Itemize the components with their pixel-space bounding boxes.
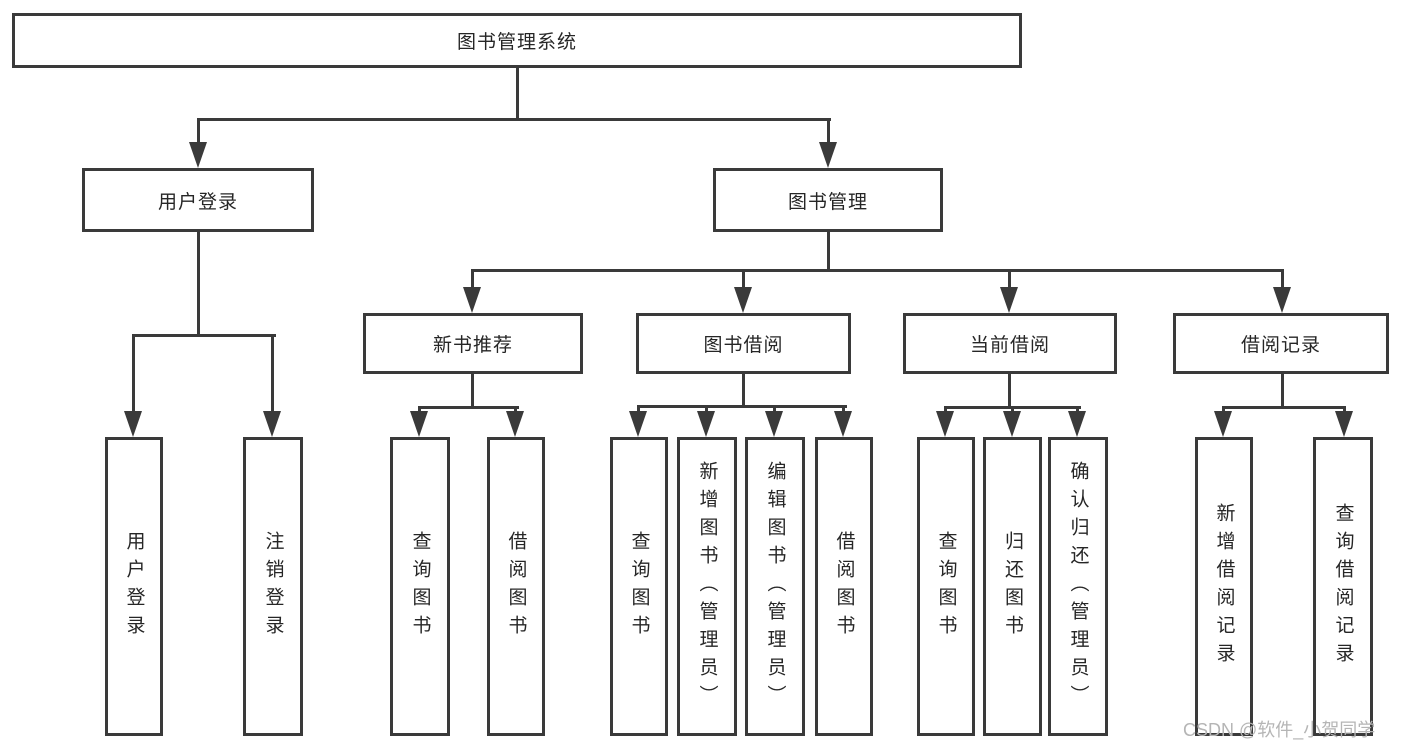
node-label: 当前借阅 <box>969 335 1050 356</box>
node-label: 新增借阅记录 <box>1213 502 1235 671</box>
node-leaf-add-borrow-record: 新增借阅记录 <box>1195 437 1253 736</box>
node-label: 图书管理系统 <box>456 32 577 53</box>
node-label: 查询图书 <box>409 530 431 643</box>
arrow-down-icon <box>189 142 207 168</box>
connector-line <box>471 269 1284 272</box>
arrow-down-icon <box>1068 411 1086 437</box>
node-label: 查询图书 <box>935 530 957 643</box>
node-label: 借阅图书 <box>833 530 855 643</box>
node-borrowing-records: 借阅记录 <box>1173 313 1389 374</box>
connector-line <box>742 270 745 300</box>
connector-line <box>271 335 274 427</box>
arrow-down-icon <box>506 411 524 437</box>
node-label: 新增图书（管理员） <box>696 460 718 713</box>
connector-line <box>1008 270 1011 300</box>
csdn-watermark: CSDN @软件_小贺同学 <box>1183 720 1376 740</box>
arrow-down-icon <box>1214 411 1232 437</box>
connector-line <box>1008 374 1011 407</box>
connector-line <box>1281 270 1284 300</box>
connector-line <box>827 232 830 270</box>
node-leaf-query-books-1: 查询图书 <box>390 437 450 736</box>
arrow-down-icon <box>734 287 752 313</box>
node-label: 确认归还（管理员） <box>1067 460 1089 713</box>
connector-line <box>742 374 745 406</box>
node-label: 新书推荐 <box>432 335 513 356</box>
node-user-login: 用户登录 <box>82 168 314 232</box>
node-leaf-borrow-books-1: 借阅图书 <box>487 437 545 736</box>
node-leaf-query-books-2: 查询图书 <box>610 437 668 736</box>
node-leaf-query-borrow-record: 查询借阅记录 <box>1313 437 1373 736</box>
node-leaf-confirm-return-admin: 确认归还（管理员） <box>1048 437 1108 736</box>
connector-line <box>1222 406 1346 409</box>
connector-line <box>132 334 276 337</box>
arrow-down-icon <box>124 411 142 437</box>
node-label: 图书管理 <box>787 191 868 213</box>
arrow-down-icon <box>697 411 715 437</box>
connector-line <box>197 232 200 335</box>
connector-line <box>827 119 830 159</box>
node-label: 查询借阅记录 <box>1332 502 1354 671</box>
connector-line <box>132 335 135 427</box>
connector-line <box>471 374 474 407</box>
node-label: 借阅记录 <box>1240 335 1321 356</box>
node-label: 归还图书 <box>1002 530 1023 643</box>
node-leaf-logout: 注销登录 <box>243 437 303 736</box>
node-label: 图书借阅 <box>703 335 784 356</box>
node-leaf-user-login: 用户登录 <box>105 437 163 736</box>
node-library-management-system: 图书管理系统 <box>12 13 1022 68</box>
arrow-down-icon <box>463 287 481 313</box>
arrow-down-icon <box>1335 411 1353 437</box>
node-label: 借阅图书 <box>505 530 527 643</box>
arrow-down-icon <box>1273 287 1291 313</box>
node-leaf-edit-book-admin: 编辑图书（管理员） <box>745 437 805 736</box>
node-book-borrowing: 图书借阅 <box>636 313 851 374</box>
arrow-down-icon <box>819 142 837 168</box>
node-label: 用户登录 <box>123 530 145 643</box>
connector-line <box>1281 374 1284 407</box>
node-book-management: 图书管理 <box>713 168 943 232</box>
connector-line <box>197 118 831 121</box>
arrow-down-icon <box>765 411 783 437</box>
node-leaf-query-books-3: 查询图书 <box>917 437 975 736</box>
node-label: 注销登录 <box>262 530 284 643</box>
node-label: 用户登录 <box>157 191 238 213</box>
connector-line <box>197 119 200 159</box>
node-current-borrowing: 当前借阅 <box>903 313 1117 374</box>
node-leaf-borrow-books-2: 借阅图书 <box>815 437 873 736</box>
arrow-down-icon <box>1000 287 1018 313</box>
arrow-down-icon <box>410 411 428 437</box>
node-leaf-return-books: 归还图书 <box>983 437 1042 736</box>
arrow-down-icon <box>1003 411 1021 437</box>
arrow-down-icon <box>936 411 954 437</box>
connector-line <box>471 270 474 300</box>
connector-line <box>418 406 519 409</box>
arrow-down-icon <box>263 411 281 437</box>
arrow-down-icon <box>629 411 647 437</box>
node-label: 编辑图书（管理员） <box>764 460 786 713</box>
connector-line <box>637 405 847 408</box>
node-leaf-add-book-admin: 新增图书（管理员） <box>677 437 737 736</box>
connector-line <box>516 68 519 119</box>
node-label: 查询图书 <box>628 530 650 643</box>
arrow-down-icon <box>834 411 852 437</box>
node-new-book-recommendation: 新书推荐 <box>363 313 583 374</box>
